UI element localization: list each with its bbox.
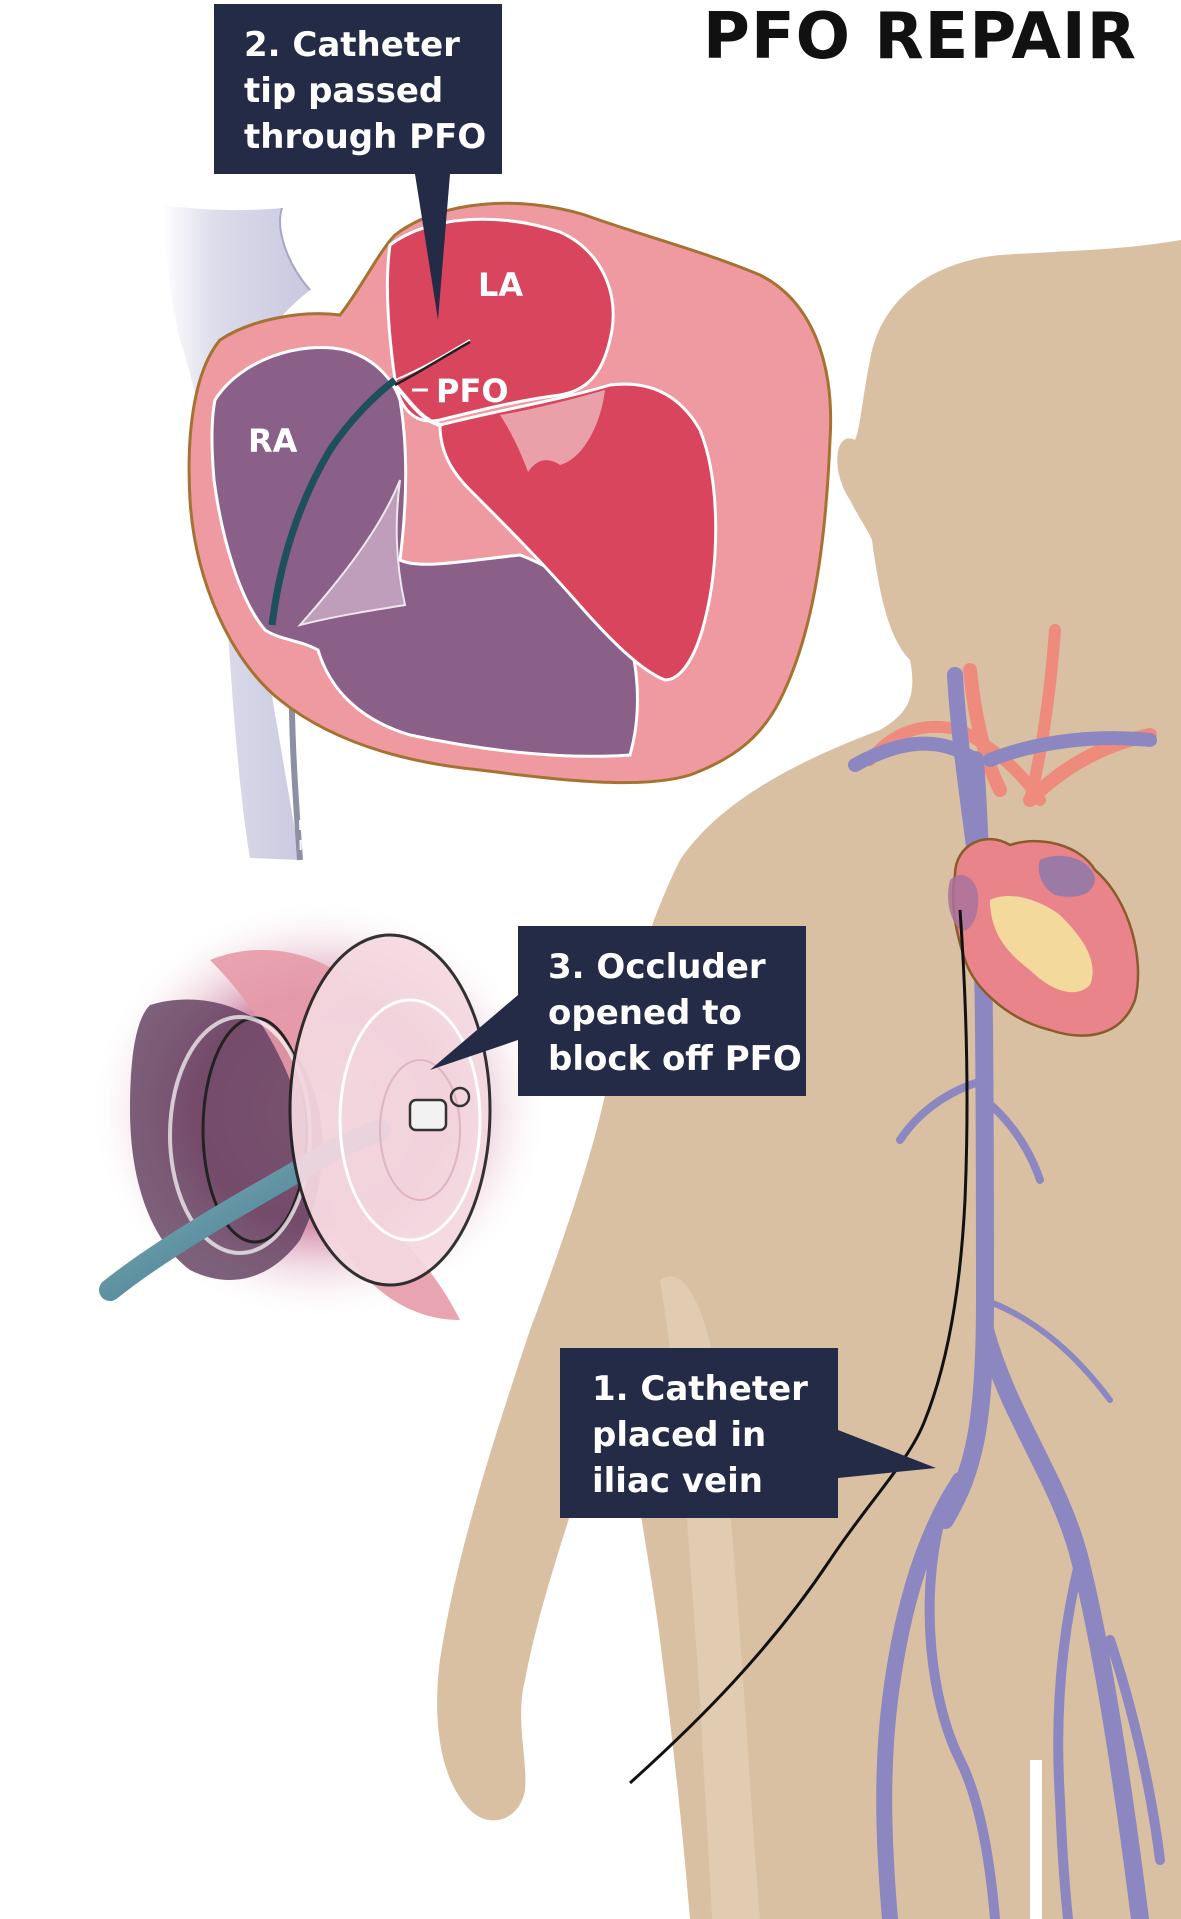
label-right-atrium: RA [248,422,298,460]
callout-step2-line: 2. Catheter [244,25,460,65]
heart-catheter [268,377,398,626]
callout-step3-line: 3. Occluder [548,947,766,987]
callout-step3-pointer [430,995,518,1070]
callout-step2: 2. Catheter tip passed through PFO [214,4,502,174]
label-pfo: PFO [436,372,509,410]
callout-step3-line: block off PFO [548,1039,802,1079]
callout-step3-line: opened to [548,993,742,1033]
body-heart [948,837,1140,1037]
callout-step1-line: placed in [592,1415,767,1455]
callout-step3: 3. Occluder opened to block off PFO [518,926,806,1096]
callout-step1-pointer [838,1430,936,1478]
callout-step2-pointer [415,174,450,320]
vein-system [848,624,1165,1919]
heart-cross-section [187,201,833,785]
callout-step1-line: 1. Catheter [592,1369,808,1409]
callout-step1-line: iliac vein [592,1461,763,1501]
callout-step1: 1. Catheter placed in iliac vein [560,1348,838,1518]
occluder-detail [90,900,550,1320]
callout-step2-line: tip passed [244,71,444,111]
page-title: PFO REPAIR [703,0,1137,74]
callout-step2-line: through PFO [244,117,487,157]
label-left-atrium: LA [478,266,524,304]
body-catheter [628,909,969,1785]
